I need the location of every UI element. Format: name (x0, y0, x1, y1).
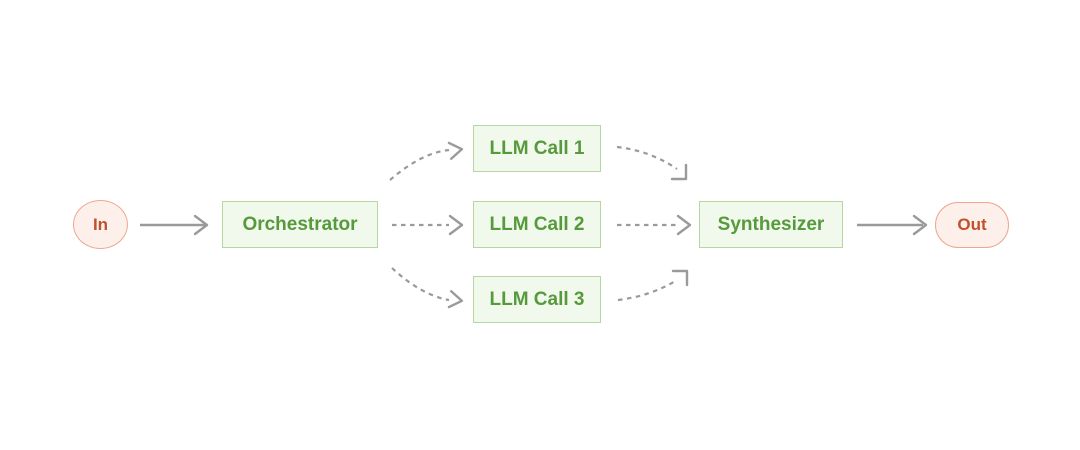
node-llm-call-2: LLM Call 2 (473, 201, 601, 248)
arrowhead-corner-down-right-icon (670, 163, 688, 181)
arrowhead-corner-up-right-icon (671, 269, 689, 287)
edge-orchestrator-to-llm-call-1 (389, 141, 464, 181)
edge-llm-call-2-to-synthesizer (617, 214, 692, 236)
node-llm-call-2-label: LLM Call 2 (489, 213, 585, 235)
edge-synthesizer-to-out (857, 214, 928, 236)
edge-llm-call-3-to-synthesizer (617, 269, 689, 302)
node-out-label: Out (957, 215, 987, 234)
node-in: In (73, 200, 128, 249)
node-out: Out (935, 202, 1009, 248)
arrowhead-right-icon (912, 214, 928, 236)
edge-llm-call-1-to-synthesizer (616, 145, 688, 181)
node-llm-call-3-label: LLM Call 3 (489, 288, 585, 310)
node-synthesizer-label: Synthesizer (717, 213, 825, 235)
node-llm-call-1: LLM Call 1 (473, 125, 601, 172)
arrowhead-right-icon (447, 141, 464, 160)
arrowhead-right-icon (193, 214, 209, 236)
edge-in-to-orchestrator (140, 214, 209, 236)
node-llm-call-3: LLM Call 3 (473, 276, 601, 323)
node-llm-call-1-label: LLM Call 1 (489, 137, 585, 159)
node-orchestrator: Orchestrator (222, 201, 378, 248)
node-orchestrator-label: Orchestrator (242, 213, 358, 235)
arrowhead-right-icon (676, 214, 692, 236)
node-in-label: In (92, 214, 109, 234)
arrowhead-right-icon (448, 214, 464, 236)
arrowhead-right-icon (447, 290, 464, 309)
edge-orchestrator-to-llm-call-3 (391, 267, 464, 309)
edge-orchestrator-to-llm-call-2 (392, 214, 464, 236)
node-synthesizer: Synthesizer (699, 201, 843, 248)
